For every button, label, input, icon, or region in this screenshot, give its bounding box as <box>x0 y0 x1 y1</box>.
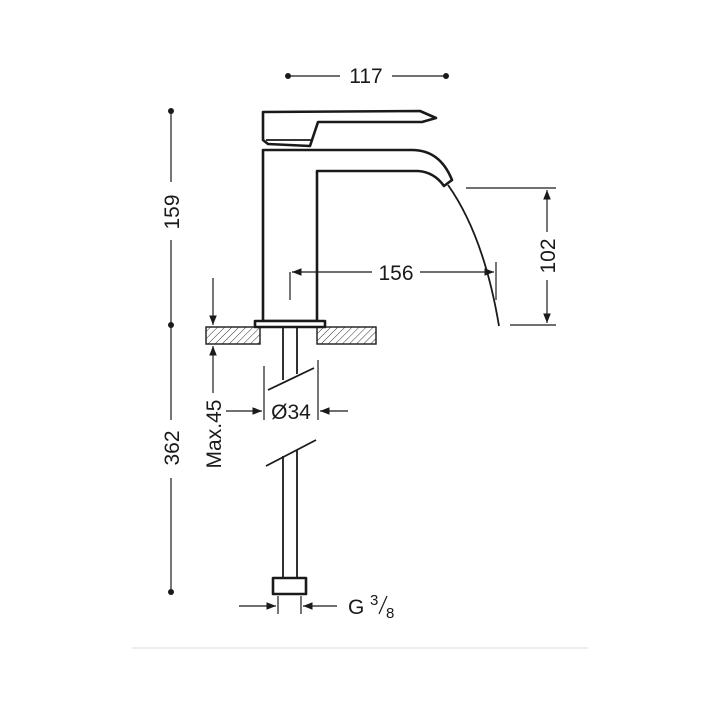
max-thickness-label: Max.45 <box>203 400 226 469</box>
dimension-max-thickness: Max.45 <box>203 278 226 468</box>
faucet-base-plate <box>253 319 327 329</box>
dimension-left-vertical: 159 362 <box>161 108 184 595</box>
dimension-102-label: 102 <box>537 238 560 273</box>
connection-thread-denominator: 8 <box>386 605 394 622</box>
hole-diameter-label: Ø34 <box>271 401 311 424</box>
water-stream <box>447 184 500 327</box>
dimension-362-label: 362 <box>161 430 184 465</box>
dimension-102: 102 <box>466 187 560 326</box>
hose-connector <box>271 576 308 596</box>
faucet-handle <box>261 109 438 148</box>
supply-hose <box>265 327 317 578</box>
dimension-connection-thread: G 3 8 <box>239 592 394 622</box>
dimension-117-label: 117 <box>349 65 382 88</box>
faucet-body <box>261 148 454 323</box>
connection-thread-numerator: 3 <box>370 592 378 609</box>
dimension-156-label: 156 <box>378 262 413 285</box>
countertop-right <box>316 326 377 345</box>
dimension-159-label: 159 <box>161 194 184 229</box>
dimension-156: 156 <box>289 262 497 300</box>
countertop-left <box>205 326 261 345</box>
dimension-117: 117 <box>285 65 449 88</box>
connection-thread-prefix: G <box>348 596 364 619</box>
dimension-hole-diameter: Ø34 <box>226 360 348 424</box>
